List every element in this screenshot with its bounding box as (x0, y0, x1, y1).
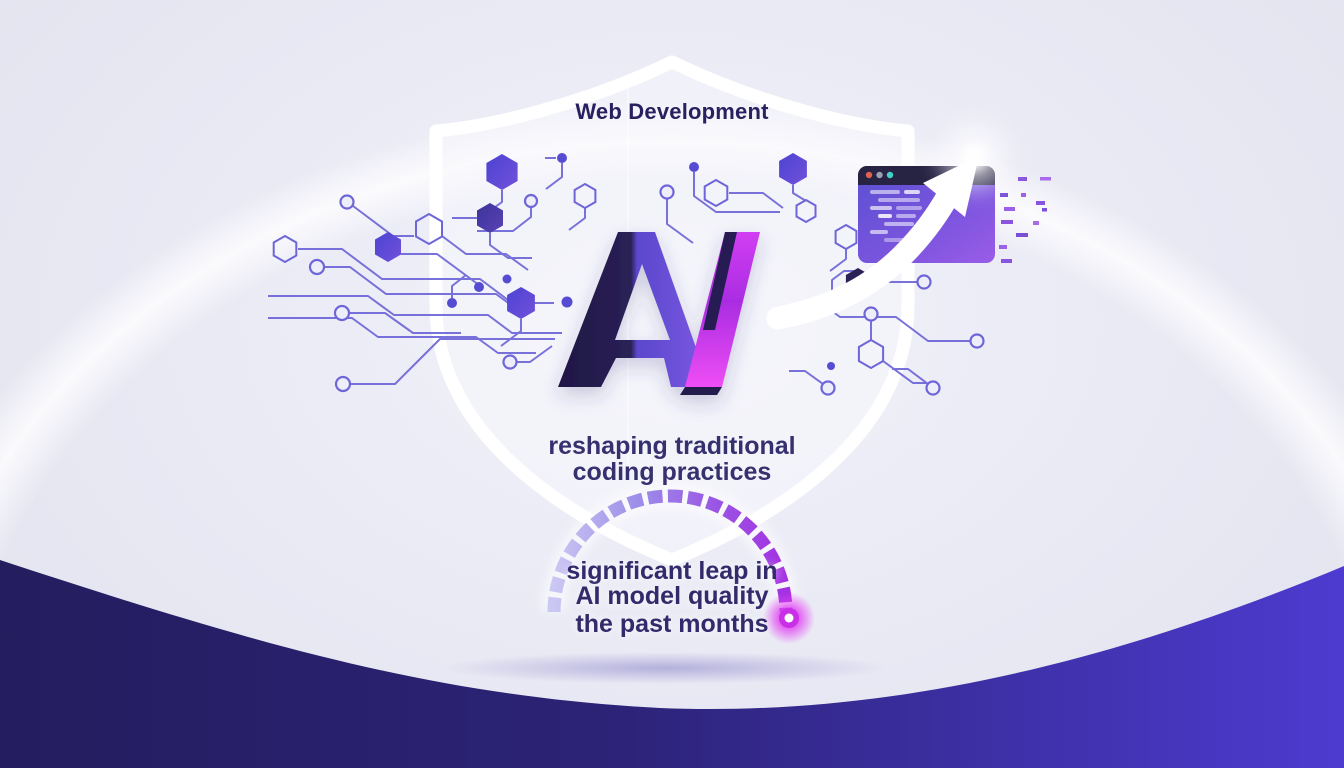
stat-text: significant leap in AI model quality the… (0, 559, 1344, 637)
stat-line-1: significant leap in (566, 557, 778, 585)
zoom-dot-icon (886, 171, 894, 179)
traffic-light-icons (865, 171, 894, 179)
stat-line-3: the past months (575, 610, 769, 638)
ground-shadow (440, 652, 890, 684)
tagline-line-2: coding practices (572, 458, 772, 486)
bottom-wave-shape (0, 560, 1344, 768)
minimize-dot-icon (876, 171, 883, 179)
category-label: Web Development (575, 99, 769, 124)
circuit-node-rings (308, 184, 985, 396)
tagline-text: reshaping traditional coding practices (0, 433, 1344, 485)
pixel-dissolve-icon (999, 177, 1051, 263)
close-dot-icon (865, 171, 873, 179)
tagline-line-1: reshaping traditional (548, 432, 796, 460)
growth-arrow-icon (766, 123, 1008, 330)
stat-line-2: AI model quality (575, 582, 769, 610)
ai-monogram-icon (558, 232, 760, 395)
progress-gauge-icon (542, 484, 815, 644)
glow-dot-icon (763, 592, 815, 644)
hexagon-outline-icon (272, 178, 885, 370)
code-lines-icon (870, 190, 922, 242)
